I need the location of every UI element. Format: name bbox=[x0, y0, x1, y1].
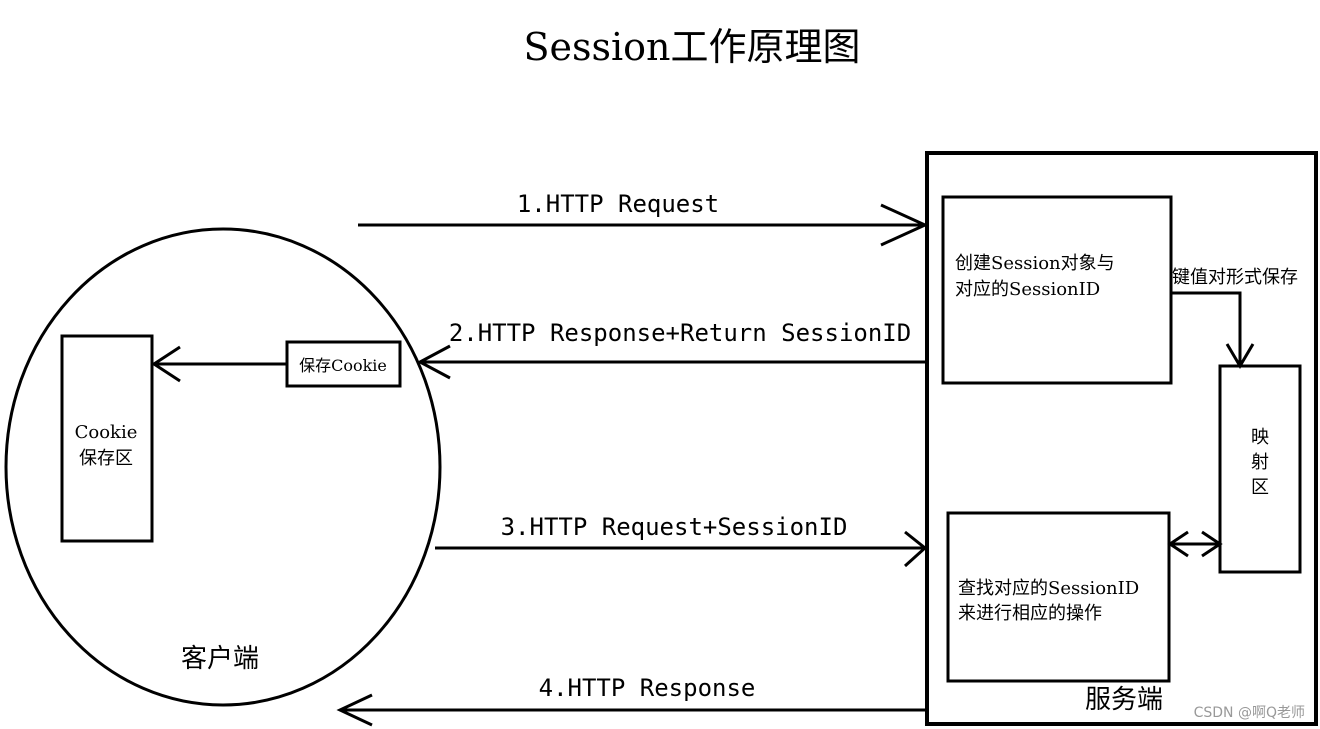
arrow-save-to-store bbox=[151, 345, 287, 383]
arrow-create-to-mapping bbox=[1171, 291, 1255, 369]
lookup-session-line1: 查找对应的SessionID bbox=[958, 578, 1139, 599]
server-box bbox=[925, 151, 1318, 726]
cookie-store-label-line1: Cookie bbox=[75, 422, 138, 443]
kv-save-label: 键值对形式保存 bbox=[1172, 267, 1298, 288]
diagram-title: Session工作原理图 bbox=[523, 25, 860, 69]
arrow-step4-response bbox=[336, 693, 925, 727]
mapping-area-line1: 映 bbox=[1251, 427, 1269, 448]
arrow-step2-response bbox=[416, 344, 925, 380]
create-session-line1: 创建Session对象与 bbox=[955, 253, 1115, 274]
step3-label: 3.HTTP Request+SessionID bbox=[501, 513, 848, 541]
step4-label: 4.HTTP Response bbox=[539, 674, 756, 702]
mapping-area-line3: 区 bbox=[1251, 477, 1269, 498]
step1-label: 1.HTTP Request bbox=[517, 190, 719, 218]
mapping-area-line2: 射 bbox=[1251, 452, 1269, 473]
arrow-step3-request-session bbox=[435, 530, 928, 568]
create-session-line2: 对应的SessionID bbox=[955, 279, 1100, 300]
server-label: 服务端 bbox=[1085, 685, 1163, 715]
cookie-store-box bbox=[60, 334, 154, 543]
arrow-step1-request bbox=[358, 203, 929, 247]
lookup-session-line2: 来进行相应的操作 bbox=[958, 603, 1102, 624]
arrow-lookup-mapping-bidirectional bbox=[1167, 530, 1223, 558]
client-ellipse bbox=[4, 227, 442, 707]
cookie-store-label-line2: 保存区 bbox=[79, 448, 133, 469]
create-session-box bbox=[941, 195, 1173, 385]
mapping-area-box bbox=[1218, 364, 1302, 574]
step2-label: 2.HTTP Response+Return SessionID bbox=[449, 319, 911, 347]
save-cookie-label: 保存Cookie bbox=[299, 356, 387, 375]
client-label: 客户端 bbox=[181, 644, 259, 674]
watermark: CSDN @啊Q老师 bbox=[1194, 705, 1305, 721]
lookup-session-box bbox=[946, 511, 1171, 683]
